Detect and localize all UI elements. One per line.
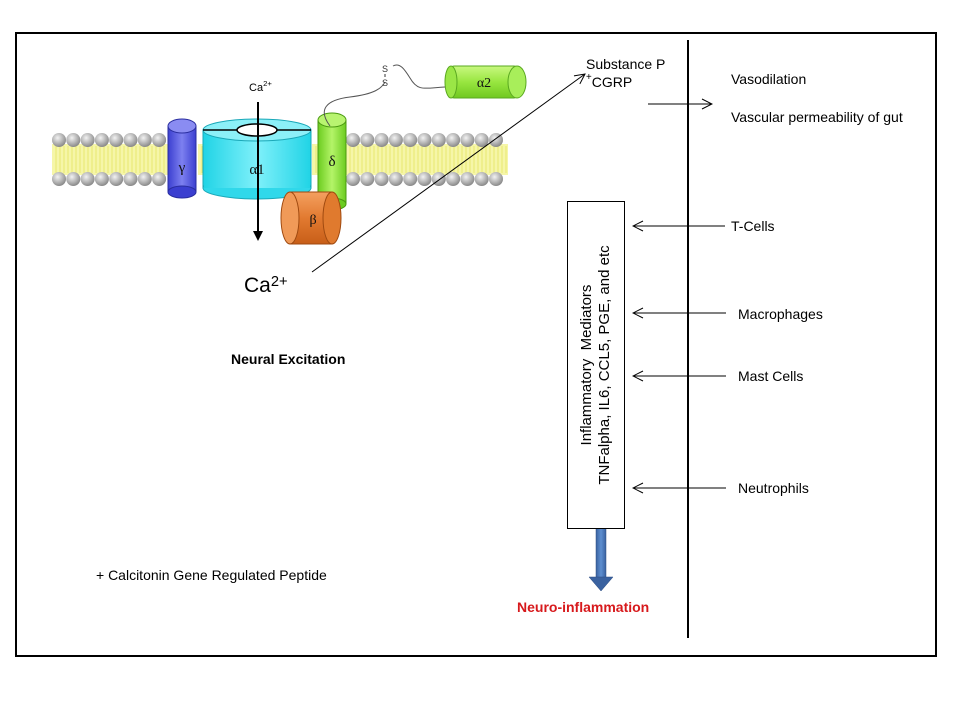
cgrp-label: +CGRP [586,72,633,90]
lipid-head [360,172,375,186]
ca-top-charge: 2+ [263,79,272,88]
lipid-head [52,133,66,147]
lipid-head [94,133,109,147]
lipid-head [374,172,389,186]
cgrp-sup: + [586,72,592,83]
outcome-arrow [588,527,614,592]
ca-ion-top-label: Ca2+ [249,79,272,96]
lipid-head [460,172,475,186]
lipid-head [403,133,418,147]
lipid-head [417,172,432,186]
cell-label-t-cells: T-Cells [731,218,775,234]
lipid-head [109,133,124,147]
gamma-subunit: γ [167,118,197,199]
cell-arrows [633,226,726,488]
lipid-head [346,172,360,186]
lipid-head [94,172,109,186]
lipid-head [123,172,138,186]
effect-vasodilation: Vasodilation [731,71,807,87]
lipid-head [489,172,503,186]
lipid-head [109,172,124,186]
gamma-label: γ [178,160,186,176]
lipid-head [152,172,167,186]
ca-bottom-charge: 2+ [270,274,288,290]
disulfide-s1: S [382,64,388,74]
lipid-head [474,172,489,186]
lipid-head [80,172,95,186]
alpha2-subunit: α2 [444,65,527,99]
lipid-head [374,133,389,147]
lipid-head [137,133,152,147]
neural-excitation-label: Neural Excitation [231,351,346,367]
delta-label: δ [328,154,335,170]
lipid-head [474,133,489,147]
ca-bottom-base: Ca [244,274,271,297]
inflammatory-mediators-box: Inflammatory Mediators TNFalpha, IL6, CC… [567,201,625,529]
lipid-tails [312,144,318,175]
lipid-head [137,172,152,186]
cell-label-mast-cells: Mast Cells [738,368,804,384]
disulfide-s2: S [382,78,388,88]
lipid-tails [52,144,168,175]
ca-top-base: Ca [249,82,264,94]
lipid-head [346,133,360,147]
beta-label: β [309,213,316,228]
lipid-head [388,172,403,186]
beta-subunit: β [280,191,342,245]
lipid-head [446,172,461,186]
mediators-text: Inflammatory Mediators TNFalpha, IL6, CC… [578,202,614,528]
lipid-head [152,133,167,147]
alpha2-label: α2 [477,76,491,91]
footnote-label: + Calcitonin Gene Regulated Peptide [96,567,327,583]
neuro-inflammation-label: Neuro-inflammation [517,599,650,615]
lipid-head [446,133,461,147]
disulfide-tether [323,64,446,127]
lipid-head [360,133,375,147]
cell-label-macrophages: Macrophages [738,306,823,322]
lipid-head [388,133,403,147]
lipid-head [417,133,432,147]
lipid-head [52,172,66,186]
lipid-head [80,133,95,147]
lipid-head [460,133,475,147]
lipid-head [123,133,138,147]
lipid-bilayer [52,133,508,186]
substance-p-label: Substance P [586,56,666,72]
mediators-line1: Inflammatory Mediators [578,284,595,446]
lipid-head [66,133,81,147]
ca-ion-bottom-label: Ca2+ [244,274,288,298]
lipid-tails [198,144,204,175]
lipid-head [403,172,418,186]
mediators-line2: TNFalpha, IL6, CCL5, PGE, and etc [596,245,613,485]
release-arrow [311,74,585,273]
diagram-frame [15,32,937,657]
lipid-head [431,133,446,147]
effect-vascular-permeability: Vascular permeability of gut [731,109,903,125]
cell-label-neutrophils: Neutrophils [738,480,809,496]
cgrp-text: CGRP [591,74,633,90]
lipid-head [66,172,81,186]
